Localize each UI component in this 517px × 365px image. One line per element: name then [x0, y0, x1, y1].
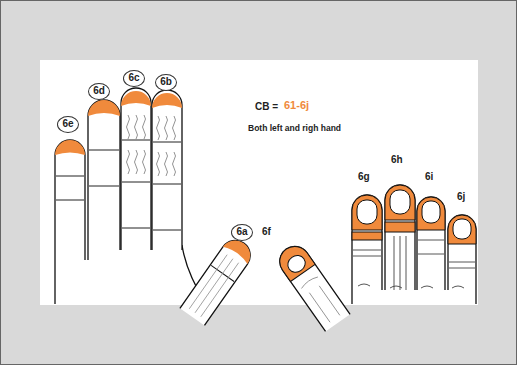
callout-number: 6f — [262, 226, 282, 237]
fingertip — [152, 93, 182, 108]
callout-label: 6a — [236, 227, 247, 237]
finger — [352, 195, 382, 304]
finger — [88, 100, 120, 260]
finger — [385, 185, 415, 290]
formula-text: Both left and righ hand — [248, 124, 368, 133]
formula-text: 61-6j — [284, 99, 334, 111]
callout-circle: 6b — [155, 74, 177, 91]
fingertip — [121, 91, 151, 106]
finger — [448, 215, 476, 304]
callout-label: 6e — [62, 119, 73, 129]
fingertip — [88, 100, 120, 116]
callout-circle: 6e — [57, 116, 79, 133]
callout-number: 6h — [391, 154, 411, 165]
creases — [56, 140, 181, 230]
hatching — [127, 115, 176, 176]
callout-circle: 6c — [123, 70, 145, 87]
formula-text: CB = — [255, 101, 285, 112]
finger — [55, 140, 85, 304]
panel — [40, 60, 478, 305]
finger — [152, 90, 182, 250]
creases — [353, 236, 475, 290]
callout-circle: 6d — [88, 83, 110, 100]
callout-label: 6d — [93, 86, 105, 96]
right-hand — [274, 185, 476, 331]
finger — [417, 197, 445, 290]
callout-number: 6j — [457, 191, 477, 202]
callout-number: 6g — [358, 171, 378, 182]
callout-number: 6i — [425, 171, 445, 182]
thumb — [180, 235, 256, 326]
callout-circle: 6a — [231, 224, 253, 241]
left-hand — [55, 88, 256, 325]
callout-label: 6c — [128, 73, 139, 83]
thumb — [274, 241, 350, 332]
nails — [352, 185, 476, 244]
fingertip — [55, 140, 85, 155]
finger — [121, 88, 151, 250]
callout-label: 6b — [160, 77, 172, 87]
